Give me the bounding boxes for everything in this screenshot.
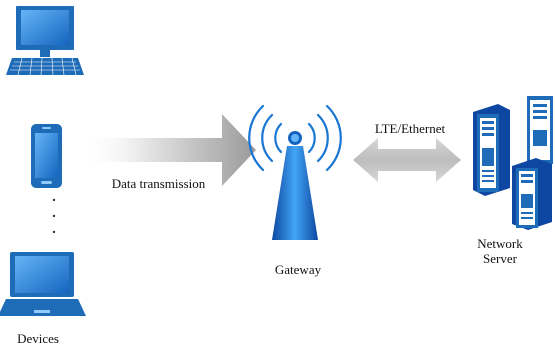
laptop-icon [0, 252, 86, 316]
devices-label: Devices [17, 331, 59, 346]
server-rack-icon [473, 96, 553, 230]
more-devices-ellipsis [52, 198, 56, 234]
data-transmission-label: Data transmission [111, 176, 206, 191]
antenna-tower-icon [248, 104, 342, 240]
lte-ethernet-label: LTE/Ethernet [374, 121, 446, 136]
data-transmission-arrow [80, 114, 256, 186]
lte-ethernet-link-arrow [353, 138, 461, 182]
network-server-label-line2: Server [483, 251, 517, 266]
desktop-computer-icon [6, 6, 84, 76]
smartphone-icon [31, 124, 62, 188]
gateway-label: Gateway [274, 262, 322, 277]
network-server-label-line1: Network [477, 236, 523, 251]
